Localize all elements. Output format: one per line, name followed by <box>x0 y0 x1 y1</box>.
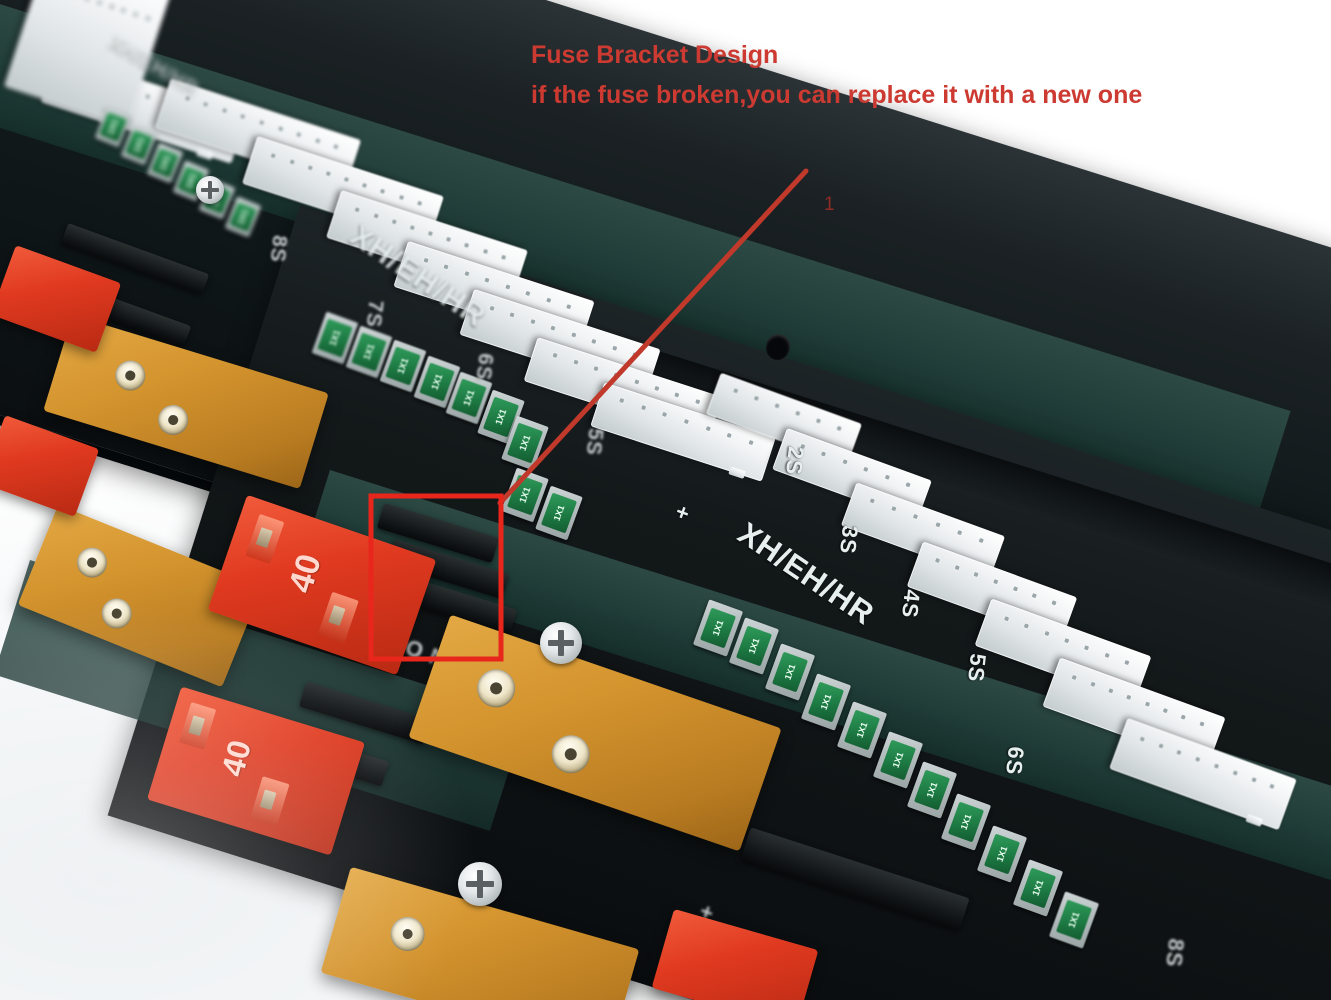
fuse-body: 1X1 <box>151 148 179 178</box>
callout-number-label: 1 <box>824 194 835 215</box>
fuse-label: 1X1 <box>994 844 1010 864</box>
blade-fuse-rating: 40 <box>214 736 259 781</box>
xt90-bullet-hole <box>72 543 112 583</box>
fuse-label: 1X1 <box>395 356 411 376</box>
mounting-screw-3 <box>458 862 502 906</box>
fuse-label: 1X1 <box>1030 878 1046 898</box>
blade-fuse-rating: 40 <box>281 549 329 598</box>
fuse-label: 1X1 <box>461 388 477 408</box>
fuse-body: 1X1 <box>913 769 951 811</box>
fuse-body: 1X1 <box>99 112 127 142</box>
fuse-body: 1X1 <box>807 681 845 723</box>
fuse-body: 1X1 <box>1019 867 1057 909</box>
fuse-label: 1X1 <box>551 503 567 523</box>
fuse-body: 1X1 <box>771 651 809 693</box>
fuse-body: 1X1 <box>843 709 881 751</box>
fuse-label: 1X1 <box>517 433 533 453</box>
silkscreen-label: 6S <box>471 352 498 383</box>
fuse-body: 1X1 <box>947 801 985 843</box>
fuse-label: 1X1 <box>157 153 173 173</box>
fuse-body: 1X1 <box>879 739 917 781</box>
xt90-bullet-hole <box>386 912 429 956</box>
connector-pins <box>39 0 160 38</box>
fuse-body: 1X1 <box>541 493 577 533</box>
fuse-label: 1X1 <box>890 750 906 770</box>
silkscreen-label: 3S <box>835 524 863 556</box>
xt90-bullet-hole <box>154 401 192 439</box>
annotation-heading: Fuse Bracket Design <box>531 41 779 69</box>
fuse-label: 1X1 <box>924 780 940 800</box>
xt90-bullet-hole <box>471 664 521 713</box>
fuse-label: 1X1 <box>958 812 974 832</box>
silkscreen-label: 5S <box>963 652 991 684</box>
fuse-body: 1X1 <box>1055 899 1093 941</box>
fuse-label: 1X1 <box>105 117 121 137</box>
silkscreen-label: 4S <box>897 588 925 620</box>
silkscreen-label: 8S <box>1161 937 1189 969</box>
fuse-label: 1X1 <box>710 618 726 638</box>
fuse-label: 1X1 <box>327 328 343 348</box>
fuse-body: 1X1 <box>983 833 1021 875</box>
fuse-label: 1X1 <box>1066 910 1082 930</box>
fuse-body: 1X1 <box>507 475 543 515</box>
fuse-label: 1X1 <box>782 662 798 682</box>
mounting-screw-2 <box>196 176 224 204</box>
fuse-body: 1X1 <box>125 130 153 160</box>
silkscreen-label: 7S <box>361 299 388 330</box>
silkscreen-label: 8S <box>265 234 292 265</box>
fuse-label: 1X1 <box>746 636 762 656</box>
silkscreen-label: 2S <box>781 445 809 477</box>
xt90-bullet-hole <box>97 594 137 634</box>
fuse-label: 1X1 <box>517 485 533 505</box>
mounting-screw-1 <box>540 622 582 664</box>
annotation-subheading: if the fuse broken,you can replace it wi… <box>531 81 1143 109</box>
silkscreen-label: 6S <box>1001 745 1029 777</box>
fuse-body: 1X1 <box>351 332 387 372</box>
fuse-label: 1X1 <box>361 342 377 362</box>
fuse-body: 1X1 <box>507 423 543 463</box>
silkscreen-label: 5S <box>581 427 608 458</box>
fuse-body: 1X1 <box>229 202 257 232</box>
fuse-label: 1X1 <box>493 407 509 427</box>
fuse-label: 1X1 <box>131 135 147 155</box>
fuse-body: 1X1 <box>419 362 455 402</box>
fuse-body: 1X1 <box>735 625 773 667</box>
fuse-body: 1X1 <box>699 607 737 649</box>
fuse-body: 1X1 <box>451 378 487 418</box>
xt90-bullet-hole <box>111 356 150 395</box>
fuse-label: 1X1 <box>854 720 870 740</box>
fuse-body: 1X1 <box>317 318 353 358</box>
fuse-label: 1X1 <box>235 207 251 227</box>
fuse-label: 1X1 <box>429 372 445 392</box>
xt90-bullet-hole <box>546 730 595 779</box>
fuse-body: 1X1 <box>385 346 421 386</box>
fuse-label: 1X1 <box>818 692 834 712</box>
